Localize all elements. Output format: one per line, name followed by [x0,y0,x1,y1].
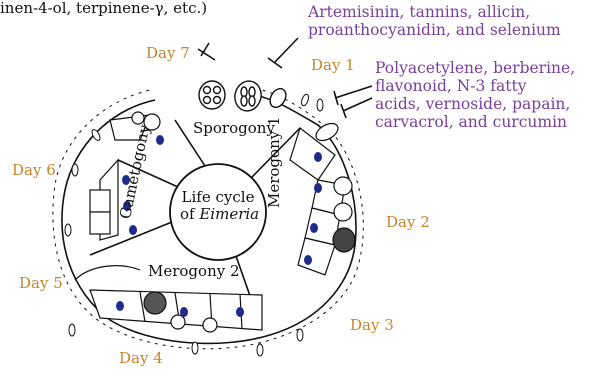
stage-label-sporogony: Sporogony [193,120,275,137]
sporogony-oocysts [199,78,289,114]
center-line1: Life cycle [180,189,256,206]
center-line2: of Eimeria [180,206,256,223]
stage-label-merogony1: Merogony 1 [266,116,283,208]
merogony1-cells [290,120,355,275]
stage-label-merogony2: Merogony 2 [148,263,240,280]
center-title: Life cycle of Eimeria [180,189,256,223]
